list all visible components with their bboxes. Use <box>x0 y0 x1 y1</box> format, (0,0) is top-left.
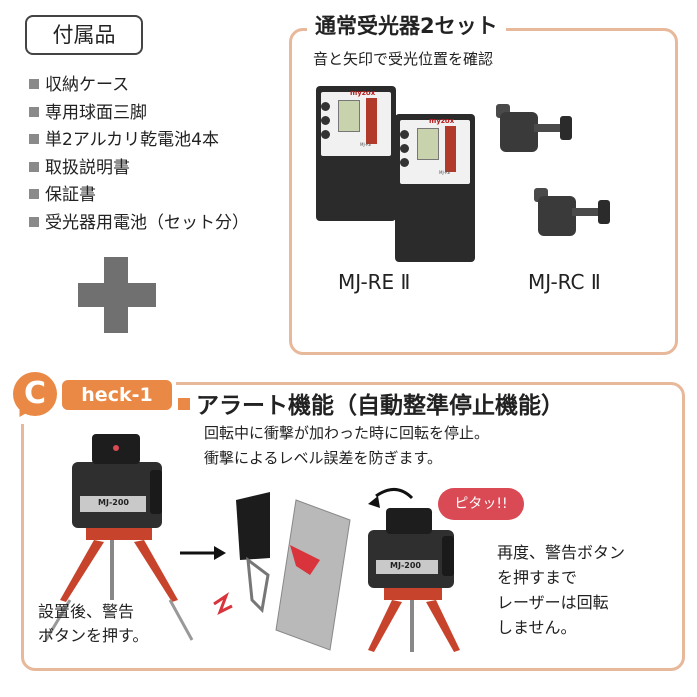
list-item: 取扱説明書 <box>29 155 249 183</box>
clamp-image <box>490 100 572 160</box>
speech-bubble: ピタッ!! <box>438 488 524 520</box>
receiver-set-title: 通常受光器2セット <box>307 10 506 40</box>
accessories-title: 付属品 <box>25 15 143 55</box>
bullet-square-icon <box>29 79 39 89</box>
laser-model-label: MJ-200 <box>390 561 421 570</box>
clamp-caption: MJ-RC Ⅱ <box>528 270 601 294</box>
list-item: 単2アルカリ乾電池4本 <box>29 127 249 155</box>
caption-right: 再度、警告ボタン を押すまで レーザーは回転 しません。 <box>497 543 626 637</box>
bullet-square-icon <box>29 189 39 199</box>
check-title: アラート機能（自動整準停止機能） <box>178 386 564 420</box>
bullet-square-icon <box>29 134 39 144</box>
check-badge-letter: C <box>13 372 57 416</box>
bullet-square-icon <box>178 398 190 410</box>
bullet-square-icon <box>29 106 39 117</box>
check-description: 回転中に衝撃が加わった時に回転を停止。 <box>204 424 490 442</box>
accessories-list: 収納ケース 専用球面三脚 単2アルカリ乾電池4本 取扱説明書 保証書 受光器用電… <box>29 72 249 237</box>
check-badge-label: heck-1 <box>62 380 172 410</box>
receiver-caption: MJ-RE Ⅱ <box>338 270 411 294</box>
list-item: 受光器用電池（セット分） <box>29 210 249 238</box>
caption-left: 設置後、警告 ボタンを押す。 <box>38 602 149 645</box>
bullet-square-icon <box>29 216 39 227</box>
list-item: 収納ケース <box>29 72 249 100</box>
receiver-image: myzox MJ-RE <box>316 86 396 221</box>
check-frame <box>21 382 685 671</box>
list-item: 専用球面三脚 <box>29 100 249 128</box>
laser-model-label: MJ-200 <box>98 498 129 507</box>
list-item: 保証書 <box>29 182 249 210</box>
check-description: 衝撃によるレベル誤差を防ぎます。 <box>204 449 443 467</box>
bullet-square-icon <box>29 161 39 172</box>
receiver-set-subtitle: 音と矢印で受光位置を確認 <box>313 50 494 68</box>
receiver-image: myzox MJ-RE <box>395 114 475 262</box>
clamp-image <box>528 184 610 244</box>
